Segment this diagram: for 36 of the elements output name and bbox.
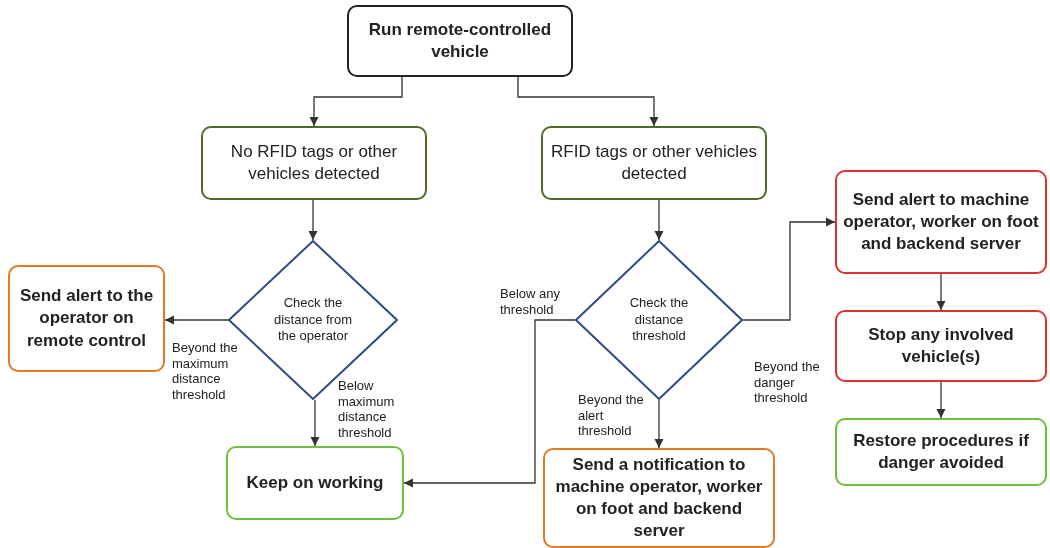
node-text: Restore procedures if danger avoided bbox=[852, 429, 1030, 474]
node-text: RFID tags or other vehicles detected bbox=[550, 140, 758, 185]
node-text: Send a notification to machine operator, worker on foot and backend server bbox=[554, 453, 764, 543]
node-text: Check the distance threshold bbox=[628, 294, 690, 346]
arrow bbox=[936, 273, 946, 311]
node-text: Run remote-controlled vehicle bbox=[367, 18, 553, 63]
alert-box bbox=[543, 448, 775, 548]
alert-box bbox=[835, 170, 1047, 274]
process-box bbox=[541, 126, 767, 200]
edge-label: Below any threshold bbox=[500, 286, 561, 318]
node-text: Keep on working bbox=[245, 471, 385, 494]
alert-box bbox=[8, 265, 165, 372]
arrow bbox=[403, 319, 576, 488]
arrow bbox=[310, 399, 320, 447]
arrow bbox=[164, 315, 229, 325]
arrow bbox=[517, 76, 659, 127]
process-box bbox=[201, 126, 427, 200]
node-text: No RFID tags or other vehicles detected bbox=[229, 140, 399, 185]
arrow bbox=[654, 199, 664, 241]
edge-label: Beyond the danger threshold bbox=[754, 359, 821, 406]
node-text: Send alert to the operator on remote control bbox=[18, 285, 155, 352]
node-text: Check the distance from the operator bbox=[272, 294, 353, 346]
arrow bbox=[308, 199, 318, 241]
node-text: Stop any involved vehicle(s) bbox=[867, 323, 1015, 368]
arrow bbox=[742, 217, 836, 321]
alert-box bbox=[835, 310, 1047, 382]
edge-label: Below maximum distance threshold bbox=[338, 378, 396, 441]
edge-label: Beyond the alert threshold bbox=[578, 392, 645, 439]
process-box bbox=[226, 446, 404, 520]
arrow bbox=[654, 399, 664, 449]
node-text: Send alert to machine operator, worker on foot and backend server bbox=[842, 188, 1040, 256]
process-box bbox=[835, 418, 1047, 486]
start-box bbox=[347, 5, 573, 77]
arrow bbox=[936, 381, 946, 419]
arrow bbox=[309, 76, 403, 127]
edge-label: Beyond the maximum distance threshold bbox=[172, 340, 239, 403]
